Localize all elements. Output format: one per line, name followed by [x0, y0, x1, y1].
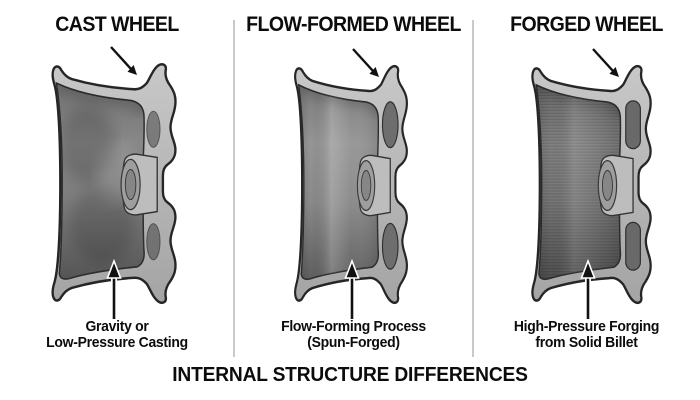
- caption-line: Gravity or: [85, 318, 149, 335]
- face-pocket: [146, 223, 161, 261]
- face-pocket: [146, 110, 161, 148]
- spoke-window: [625, 100, 641, 150]
- arrow-down-icon: [352, 48, 379, 77]
- panel-title-forged: FORGED WHEEL: [510, 13, 663, 36]
- hub-bore-inner: [360, 170, 372, 201]
- flow-formed-wheel-cross-section: [294, 64, 408, 305]
- spoke-window: [381, 101, 399, 149]
- caption-line: High-Pressure Forging: [513, 318, 660, 335]
- panel-caption-cast: Gravity or Low-Pressure Casting: [8, 319, 226, 351]
- panel-caption-flow-formed: Flow-Forming Process (Spun-Forged): [242, 319, 464, 351]
- arrow-up-icon: [580, 259, 596, 319]
- caption-line: Flow-Forming Process: [281, 318, 426, 335]
- cast-wheel-cross-section: [51, 63, 177, 304]
- hub-bore-inner: [124, 168, 137, 201]
- caption-line: Low-Pressure Casting: [46, 334, 188, 351]
- panel-title-flow-formed: FLOW-FORMED WHEEL: [246, 13, 461, 36]
- panel-caption-forged: High-Pressure Forging from Solid Billet: [481, 319, 692, 351]
- arrow-up-icon: [344, 259, 360, 319]
- arrow-down-icon: [110, 46, 137, 75]
- panel-cast-wheel: CAST WHEEL: [0, 0, 234, 400]
- panel-divider: [233, 20, 235, 357]
- panel-forged-wheel: FORGED WHEEL: [473, 0, 700, 400]
- panel-flow-formed-wheel: FLOW-FORMED WHEEL: [234, 0, 473, 400]
- panel-divider: [472, 20, 474, 357]
- hub-bore-inner: [601, 170, 613, 201]
- spoke-window: [625, 221, 641, 271]
- spoke-window: [381, 222, 399, 270]
- forged-wheel-cross-section: [531, 64, 652, 305]
- arrow-down-icon: [592, 48, 619, 77]
- panel-title-cast: CAST WHEEL: [55, 13, 179, 36]
- arrow-up-icon: [106, 259, 122, 319]
- caption-line: (Spun-Forged): [307, 334, 400, 351]
- caption-line: from Solid Billet: [535, 334, 638, 351]
- figure-title: INTERNAL STRUCTURE DIFFERENCES: [172, 364, 528, 386]
